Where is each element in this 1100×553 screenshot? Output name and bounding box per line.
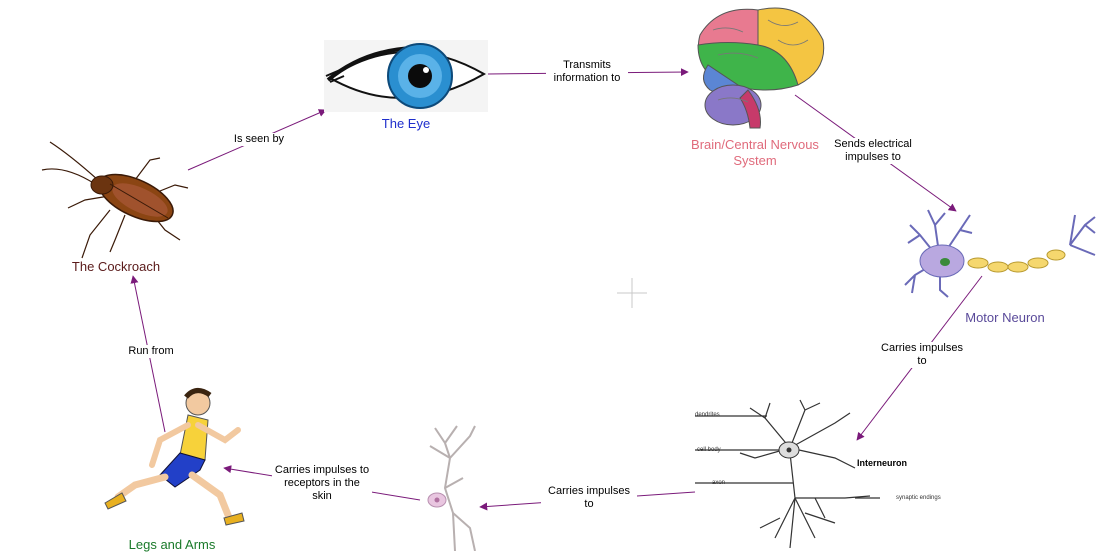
dendrites-annotation: dendrites (695, 412, 720, 418)
eye-image (324, 40, 488, 112)
axon-annotation: axon (712, 480, 726, 486)
sensory-neuron-image (427, 425, 476, 551)
edge-label-inter-sensory: Carries impulses to (541, 485, 637, 511)
interneuron-image (695, 399, 880, 549)
motor-neuron-image (904, 209, 1096, 298)
edge-label-brain-motor: Sends electrical impulses to (826, 138, 920, 164)
cockroach-label: The Cockroach (71, 259, 161, 274)
brain-image (697, 7, 825, 129)
brain-label: Brain/Central Nervous System (691, 137, 819, 168)
center-crosshair-icon (617, 278, 647, 308)
eye-label: The Eye (381, 116, 431, 131)
edge-label-cockroach-eye: Is seen by (226, 133, 292, 146)
cockroach-image (41, 141, 189, 259)
synaptic-endings-annotation: synaptic endings (896, 495, 941, 501)
motor-neuron-label: Motor Neuron (965, 310, 1045, 325)
edge-label-sensory-legs: Carries impulses to receptors in the ski… (272, 464, 372, 503)
edge-label-legs-cockroach: Run from (120, 345, 182, 358)
runner-image (104, 388, 245, 526)
cell-body-annotation: cell body (697, 447, 721, 453)
edge-label-eye-brain: Transmits information to (546, 59, 628, 85)
interneuron-label: Interneuron (857, 458, 908, 468)
edge-label-motor-inter: Carries impulses to (874, 342, 970, 368)
legs-arms-label: Legs and Arms (128, 537, 216, 552)
